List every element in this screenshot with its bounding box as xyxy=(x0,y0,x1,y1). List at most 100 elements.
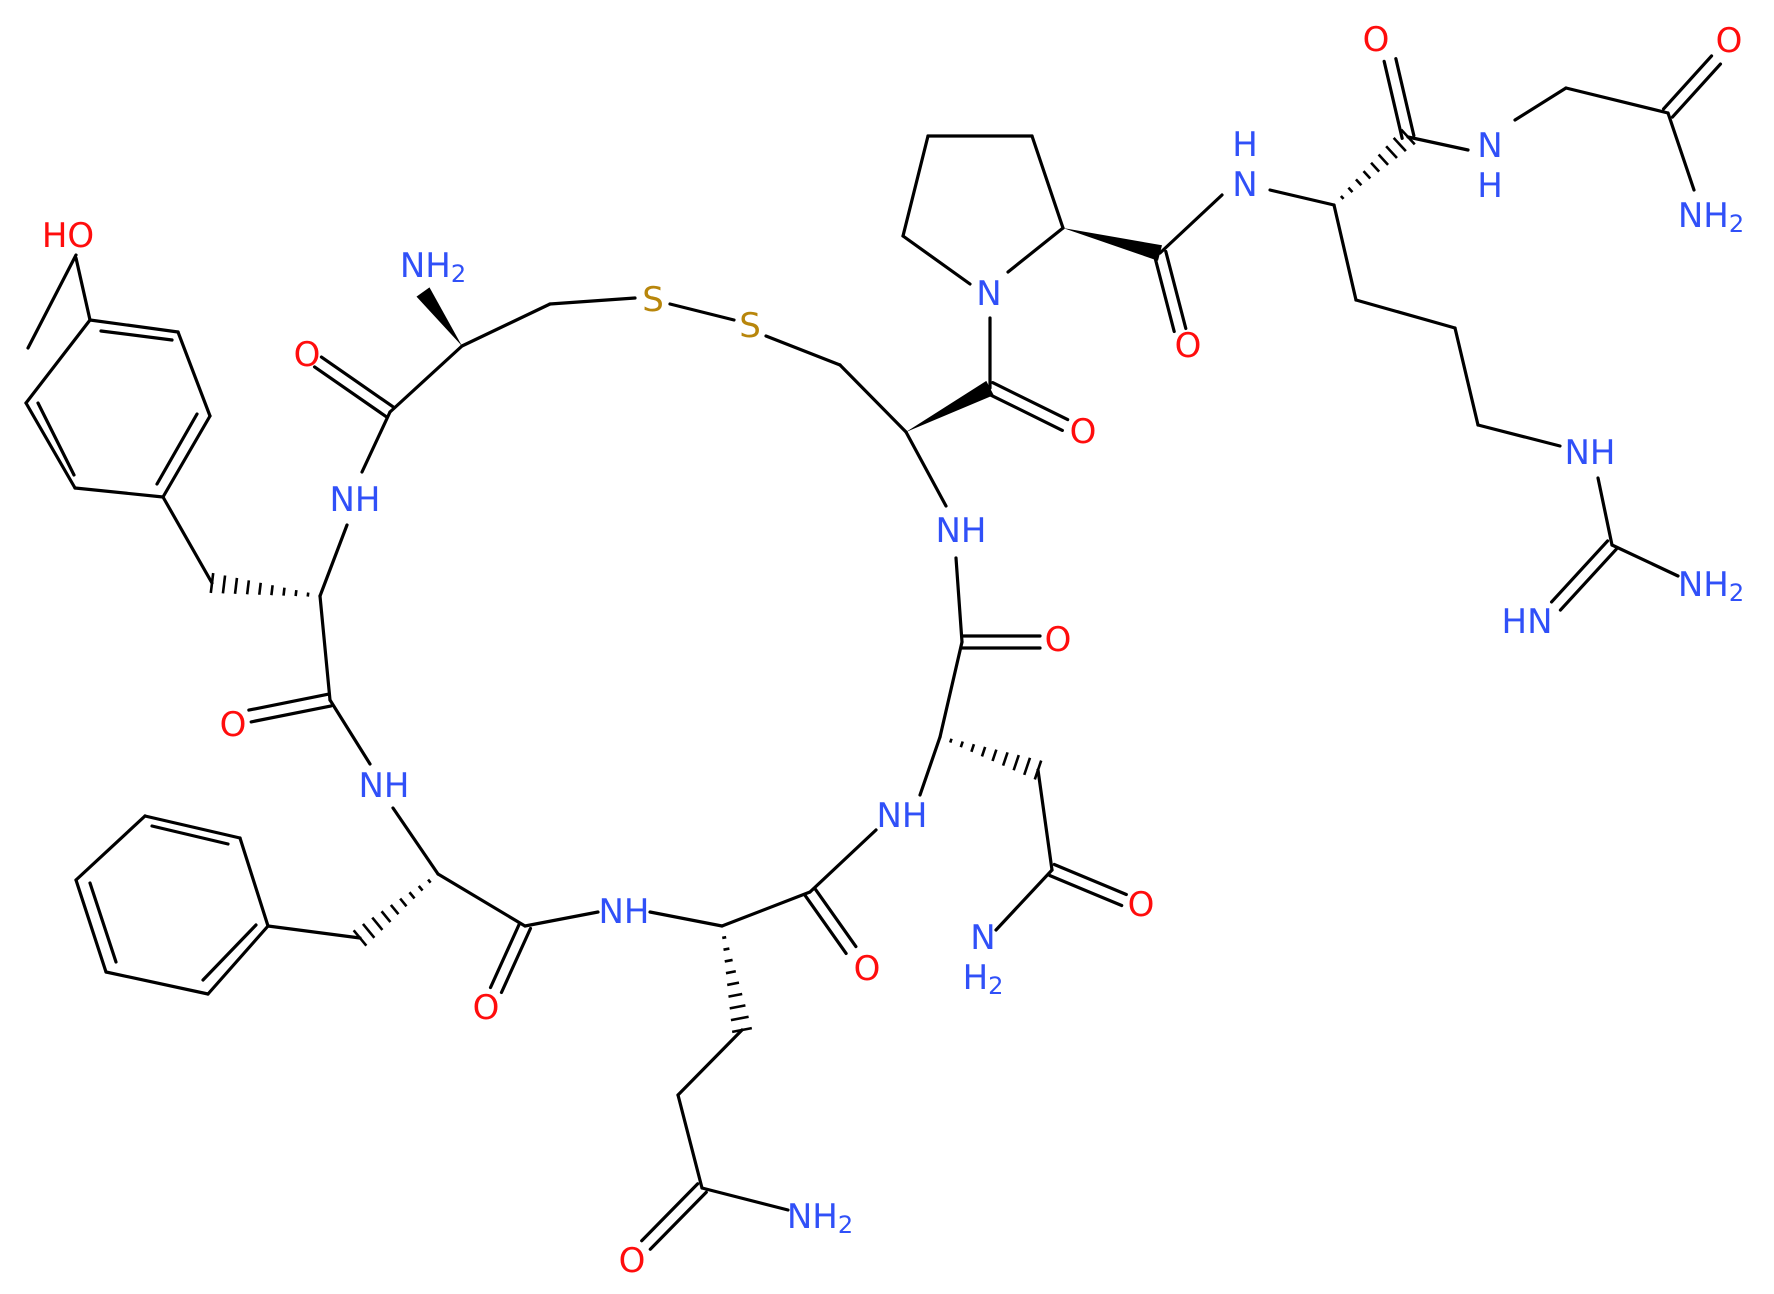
c-nh xyxy=(360,410,392,474)
atom-label-o-gly: O xyxy=(1716,21,1743,61)
tyr-ring-bond xyxy=(26,253,78,350)
atom-label-nh-cys6: NH xyxy=(936,511,987,551)
tyr-ring-bond xyxy=(88,318,180,334)
phe-ring-inner xyxy=(150,824,230,846)
asn-side-hash xyxy=(949,738,1043,780)
arg-co-double-b xyxy=(1382,59,1404,140)
nh-arg-alpha xyxy=(1268,188,1336,207)
tyr-ring-bond xyxy=(24,401,77,490)
asn-side-co xyxy=(1048,873,1124,908)
atom-label-nh-tyr: NH xyxy=(330,480,381,520)
arg-co-hash xyxy=(1339,128,1416,200)
s-s xyxy=(668,302,736,322)
gln-side-cn xyxy=(700,1186,790,1212)
gln-alpha-c xyxy=(720,890,812,928)
pro-co-wedge xyxy=(1063,228,1162,261)
phe-ring-bond xyxy=(74,878,108,974)
phe-ch2-hash xyxy=(352,878,432,947)
arg-c-nh xyxy=(1406,135,1470,152)
tyr-ring-inner xyxy=(36,401,76,477)
atom-label-o-asn-side: O xyxy=(1128,885,1155,925)
tyr-ring-bond xyxy=(176,330,212,418)
phe-ring-link xyxy=(266,924,362,940)
phe-co-b xyxy=(499,926,533,995)
asn-side-c xyxy=(1036,768,1054,872)
phe-ring-inner xyxy=(88,881,118,964)
arg-cb xyxy=(1332,203,1358,302)
arg-cd xyxy=(1453,326,1480,427)
phe-ring-bond xyxy=(206,924,270,996)
atom-label-o-cys1: O xyxy=(294,335,321,375)
gln-side-co xyxy=(640,1182,700,1243)
pro-cd-cg xyxy=(901,134,930,238)
tyr-co xyxy=(247,692,331,712)
atom-label-o-tyr: O xyxy=(220,705,247,745)
atom-label-n-pro: N xyxy=(976,274,1001,314)
pro-ca-n xyxy=(1006,226,1065,274)
cys6-co-wedge xyxy=(906,380,994,432)
phe-ring-inner xyxy=(201,923,258,982)
atom-label-nh2-gly: NH2 xyxy=(1678,196,1744,238)
atom-label-o-pro: O xyxy=(1175,326,1202,366)
pro-cb-ca xyxy=(1030,134,1065,230)
arg-cd-ne xyxy=(1476,423,1562,448)
atom-label-nh2-guan: NH2 xyxy=(1678,565,1744,607)
gln-cb-cg xyxy=(676,1028,744,1097)
atom-label-nh-phe: NH xyxy=(359,766,410,806)
atom-label-o-cys6: O xyxy=(1070,412,1097,452)
atom-label-nh-gln: NH xyxy=(599,892,650,932)
cb-s xyxy=(548,296,637,306)
nh-phe-alpha xyxy=(391,806,440,876)
nh-tyr-alpha xyxy=(318,523,349,598)
cys1-nh2-wedge xyxy=(416,287,462,346)
cz-nh-double xyxy=(1549,539,1610,604)
cys1-co xyxy=(319,355,396,409)
s-cb xyxy=(764,334,842,367)
cb-cys6 xyxy=(838,363,908,434)
phe-ring-bond xyxy=(143,814,242,840)
gly-ca-c xyxy=(1564,86,1670,115)
cys6-co-double xyxy=(985,391,1064,432)
asn-c-nh xyxy=(954,556,964,644)
atom-label-s1: S xyxy=(642,280,664,320)
asn-alpha-c xyxy=(938,640,964,739)
tyr-ring-bond xyxy=(161,414,212,499)
gly-c-nh2 xyxy=(1666,111,1696,192)
phe-c-nh xyxy=(523,910,600,928)
asn-side-cn xyxy=(994,868,1054,932)
atom-label-nh-asn: NH xyxy=(877,796,928,836)
gln-co xyxy=(803,893,848,956)
atom-label-oh-tyr: HO xyxy=(42,216,94,256)
gln-c-nh xyxy=(808,828,878,894)
tyr-alpha-c xyxy=(318,594,332,702)
cz-nh2 xyxy=(1610,543,1680,578)
nh-asn-alpha xyxy=(918,735,942,797)
atom-label-nh2-cys1: NH2 xyxy=(400,246,466,288)
tyr-c-nh xyxy=(328,698,372,766)
atom-label-o-gln-side: O xyxy=(619,1241,646,1281)
cys1-cb xyxy=(460,302,552,348)
phe-alpha-c xyxy=(436,872,527,928)
atom-label-o-asn: O xyxy=(1045,620,1072,660)
ne-cz xyxy=(1596,476,1614,547)
asn-side-co-b xyxy=(1052,862,1128,897)
atom-label-nh2-gln-side: NH2 xyxy=(787,1197,853,1239)
phe-ring-bond xyxy=(74,814,147,882)
pro-co-double-b xyxy=(1164,249,1188,331)
tyr-co-b xyxy=(249,704,333,724)
tyr-ch2-bond xyxy=(161,495,214,585)
nh-gly-ca xyxy=(1513,86,1568,122)
atom-label-o-gln: O xyxy=(854,949,881,989)
phe-ring-bond xyxy=(104,970,210,996)
atom-label-s2: S xyxy=(739,306,761,346)
tyr-ring-bond xyxy=(24,318,92,405)
nh-gln-alpha xyxy=(648,910,724,928)
nh-cys6-alpha xyxy=(904,430,948,508)
cys6-co-double-b xyxy=(991,381,1070,422)
gln-side-hash xyxy=(722,935,753,1034)
